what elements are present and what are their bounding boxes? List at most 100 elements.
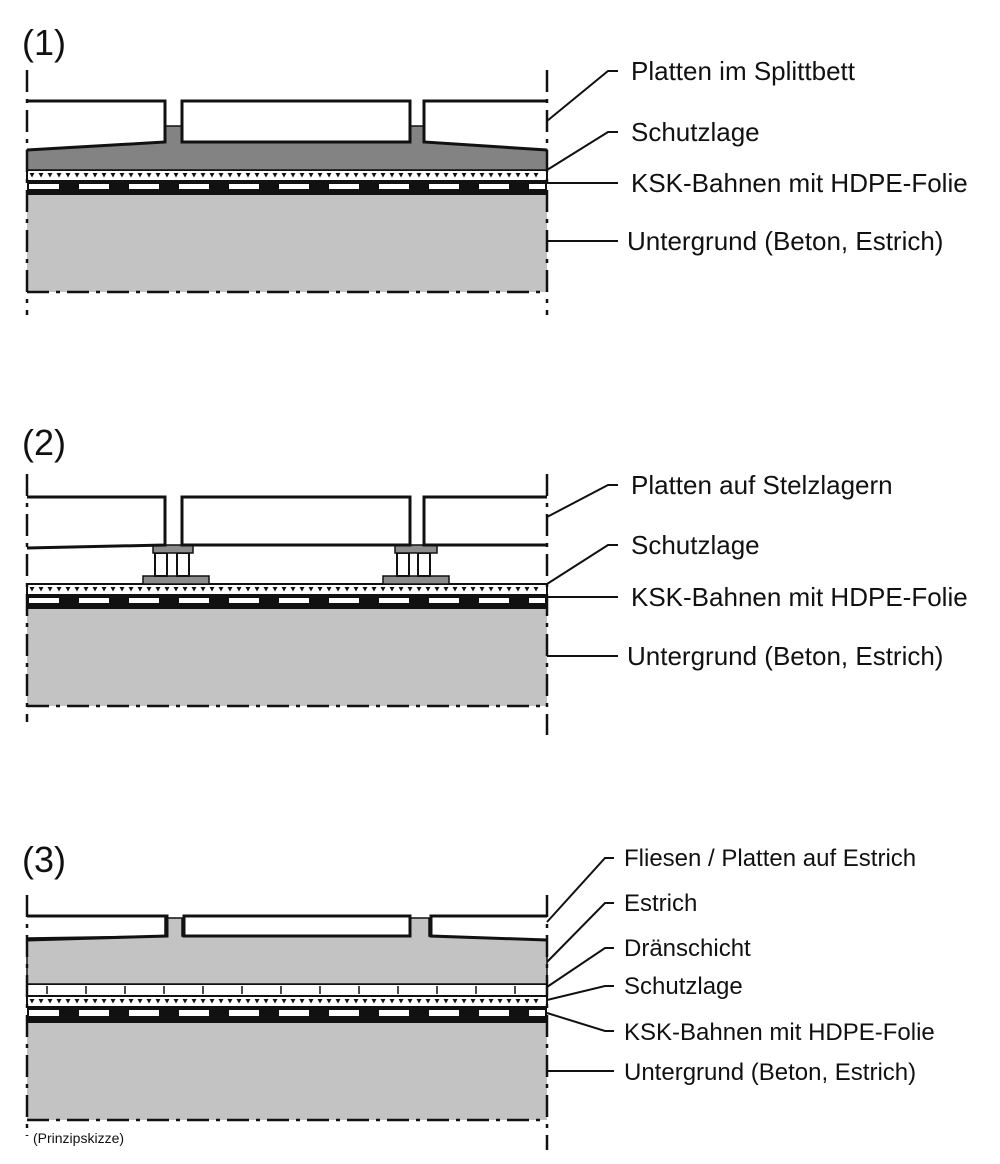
protection-dot: [227, 999, 233, 1004]
protection-layer: [26, 583, 548, 596]
protection-dot: [164, 587, 170, 592]
protection-dot: [137, 999, 143, 1004]
protection-layer: [26, 995, 548, 1008]
tile: [180, 495, 412, 547]
protection-dot: [218, 999, 224, 1004]
protection-dot: [506, 173, 512, 178]
protection-dot: [200, 999, 206, 1004]
protection-dot: [380, 173, 386, 178]
tile: [26, 99, 167, 152]
protection-dot: [407, 173, 413, 178]
label-draenschicht: Dränschicht: [624, 935, 751, 962]
protection-dot: [236, 999, 242, 1004]
protection-dot: [524, 173, 530, 178]
protection-dot: [434, 173, 440, 178]
protection-dot: [47, 587, 53, 592]
protection-dot: [74, 173, 80, 178]
protection-dot: [173, 587, 179, 592]
protection-dot: [182, 173, 188, 178]
protection-dot: [389, 999, 395, 1004]
protection-dot: [344, 173, 350, 178]
protection-dot: [371, 173, 377, 178]
protection-dot: [263, 173, 269, 178]
protection-dot: [182, 999, 188, 1004]
hdpe-foil-pattern: [29, 184, 545, 189]
protection-dot: [353, 173, 359, 178]
protection-dot: [200, 173, 206, 178]
leader-line: [546, 947, 614, 988]
foil-segment: [29, 598, 59, 603]
protection-dot: [425, 173, 431, 178]
protection-dot: [290, 999, 296, 1004]
protection-dot: [29, 173, 35, 178]
protection-dot: [209, 173, 215, 178]
label-ksk-bahnen: KSK-Bahnen mit HDPE-Folie: [631, 168, 968, 198]
protection-dot: [74, 999, 80, 1004]
protection-dot: [533, 173, 539, 178]
protection-dot: [47, 999, 53, 1004]
protection-dot: [245, 999, 251, 1004]
protection-layer-pattern: [29, 999, 539, 1004]
protection-dot: [65, 173, 71, 178]
protection-dot: [281, 999, 287, 1004]
protection-dot: [137, 173, 143, 178]
substrate-layer: [27, 192, 547, 292]
foil-segment: [279, 1010, 309, 1016]
protection-dot: [335, 999, 341, 1004]
protection-dot: [362, 999, 368, 1004]
sketch-note: (Prinzipskizze): [33, 1130, 124, 1146]
protection-dot: [452, 999, 458, 1004]
section-2-stelzlager: (2): [22, 422, 968, 735]
protection-dot: [299, 173, 305, 178]
protection-dot: [290, 587, 296, 592]
tile: [422, 495, 547, 547]
foil-segment: [429, 1010, 459, 1016]
protection-dot: [470, 587, 476, 592]
protection-dot: [416, 999, 422, 1004]
label-ksk-bahnen: KSK-Bahnen mit HDPE-Folie: [631, 582, 968, 612]
drainage-pattern: [46, 986, 516, 994]
protection-dot: [83, 999, 89, 1004]
tile: [26, 914, 169, 942]
protection-dot: [227, 173, 233, 178]
tiles: [26, 99, 548, 152]
protection-dot: [461, 999, 467, 1004]
protection-dot: [389, 173, 395, 178]
protection-dot: [308, 173, 314, 178]
protection-dot: [47, 173, 53, 178]
protection-dot: [254, 999, 260, 1004]
protection-dot: [524, 999, 530, 1004]
protection-dot: [524, 587, 530, 592]
label-schutzlage: Schutzlage: [624, 973, 743, 1000]
protection-dot: [299, 587, 305, 592]
ksk-membrane: [27, 181, 547, 195]
protection-layer-pattern: [29, 587, 539, 592]
protection-dot: [452, 173, 458, 178]
protection-dot: [281, 173, 287, 178]
protection-dot: [227, 587, 233, 592]
leader-line: [546, 70, 618, 122]
protection-dot: [92, 587, 98, 592]
tiles: [26, 914, 548, 942]
protection-layer: [26, 169, 548, 182]
protection-dot: [263, 999, 269, 1004]
protection-dot: [425, 999, 431, 1004]
protection-dot: [470, 999, 476, 1004]
protection-dot: [515, 587, 521, 592]
protection-dot: [497, 587, 503, 592]
leader-line: [546, 1012, 614, 1032]
protection-dot: [416, 173, 422, 178]
tile: [26, 495, 167, 550]
protection-dot: [56, 999, 62, 1004]
leader-line: [546, 131, 618, 171]
leader-line: [546, 902, 614, 963]
protection-dot: [380, 999, 386, 1004]
protection-dot: [335, 587, 341, 592]
protection-dot: [443, 587, 449, 592]
protection-dot: [497, 999, 503, 1004]
protection-dot: [245, 173, 251, 178]
protection-dot: [56, 587, 62, 592]
protection-dot: [173, 173, 179, 178]
protection-dot: [344, 999, 350, 1004]
protection-dot: [200, 587, 206, 592]
